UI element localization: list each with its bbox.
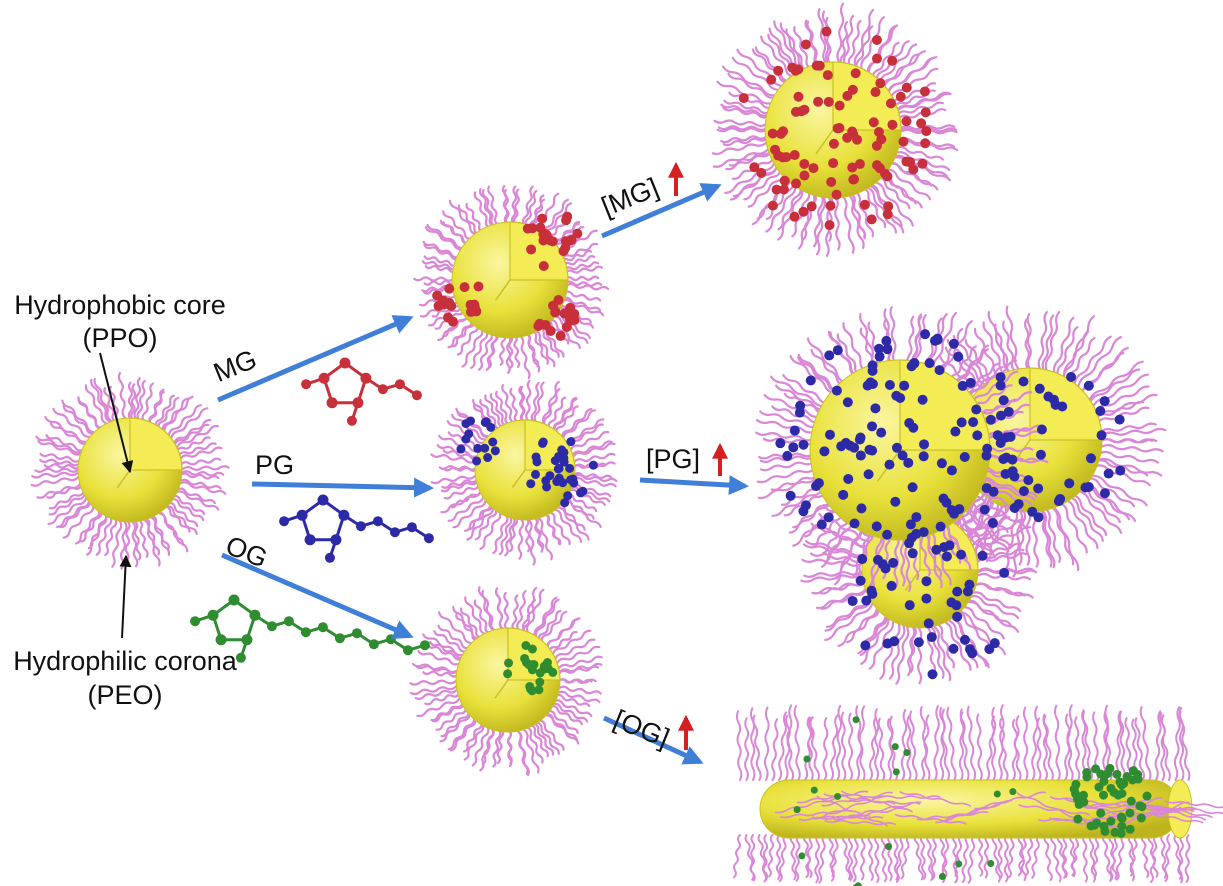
mg-large-micelle xyxy=(711,2,959,257)
initial-micelle xyxy=(30,372,230,570)
pg-label: PG xyxy=(255,450,295,480)
mg-conc-arrow xyxy=(601,183,722,239)
og-arrow xyxy=(221,552,414,639)
pg-arrow xyxy=(251,477,434,498)
pg-micelle xyxy=(430,379,618,566)
mg-molecule xyxy=(301,357,422,426)
pg-aggregate xyxy=(755,305,1167,685)
og-conc-arrow xyxy=(602,715,704,765)
core-label: Hydrophobic core xyxy=(14,290,226,320)
core-pointer-arrow xyxy=(99,352,134,474)
corona-label: Hydrophilic corona xyxy=(13,646,237,676)
core-abbr-label: (PPO) xyxy=(82,323,158,353)
corona-pointer-arrow xyxy=(119,554,132,639)
pg-conc-arrow xyxy=(639,475,749,496)
og-micelle xyxy=(409,586,603,776)
og-wormlike-micelle xyxy=(732,704,1223,886)
corona-abbr-label: (PEO) xyxy=(87,680,163,710)
pg-molecule xyxy=(279,494,434,563)
mg-arrow xyxy=(217,315,414,403)
mg-micelle xyxy=(413,184,610,380)
og-molecule xyxy=(190,594,430,663)
pg-conc-label: [PG] xyxy=(646,444,701,474)
